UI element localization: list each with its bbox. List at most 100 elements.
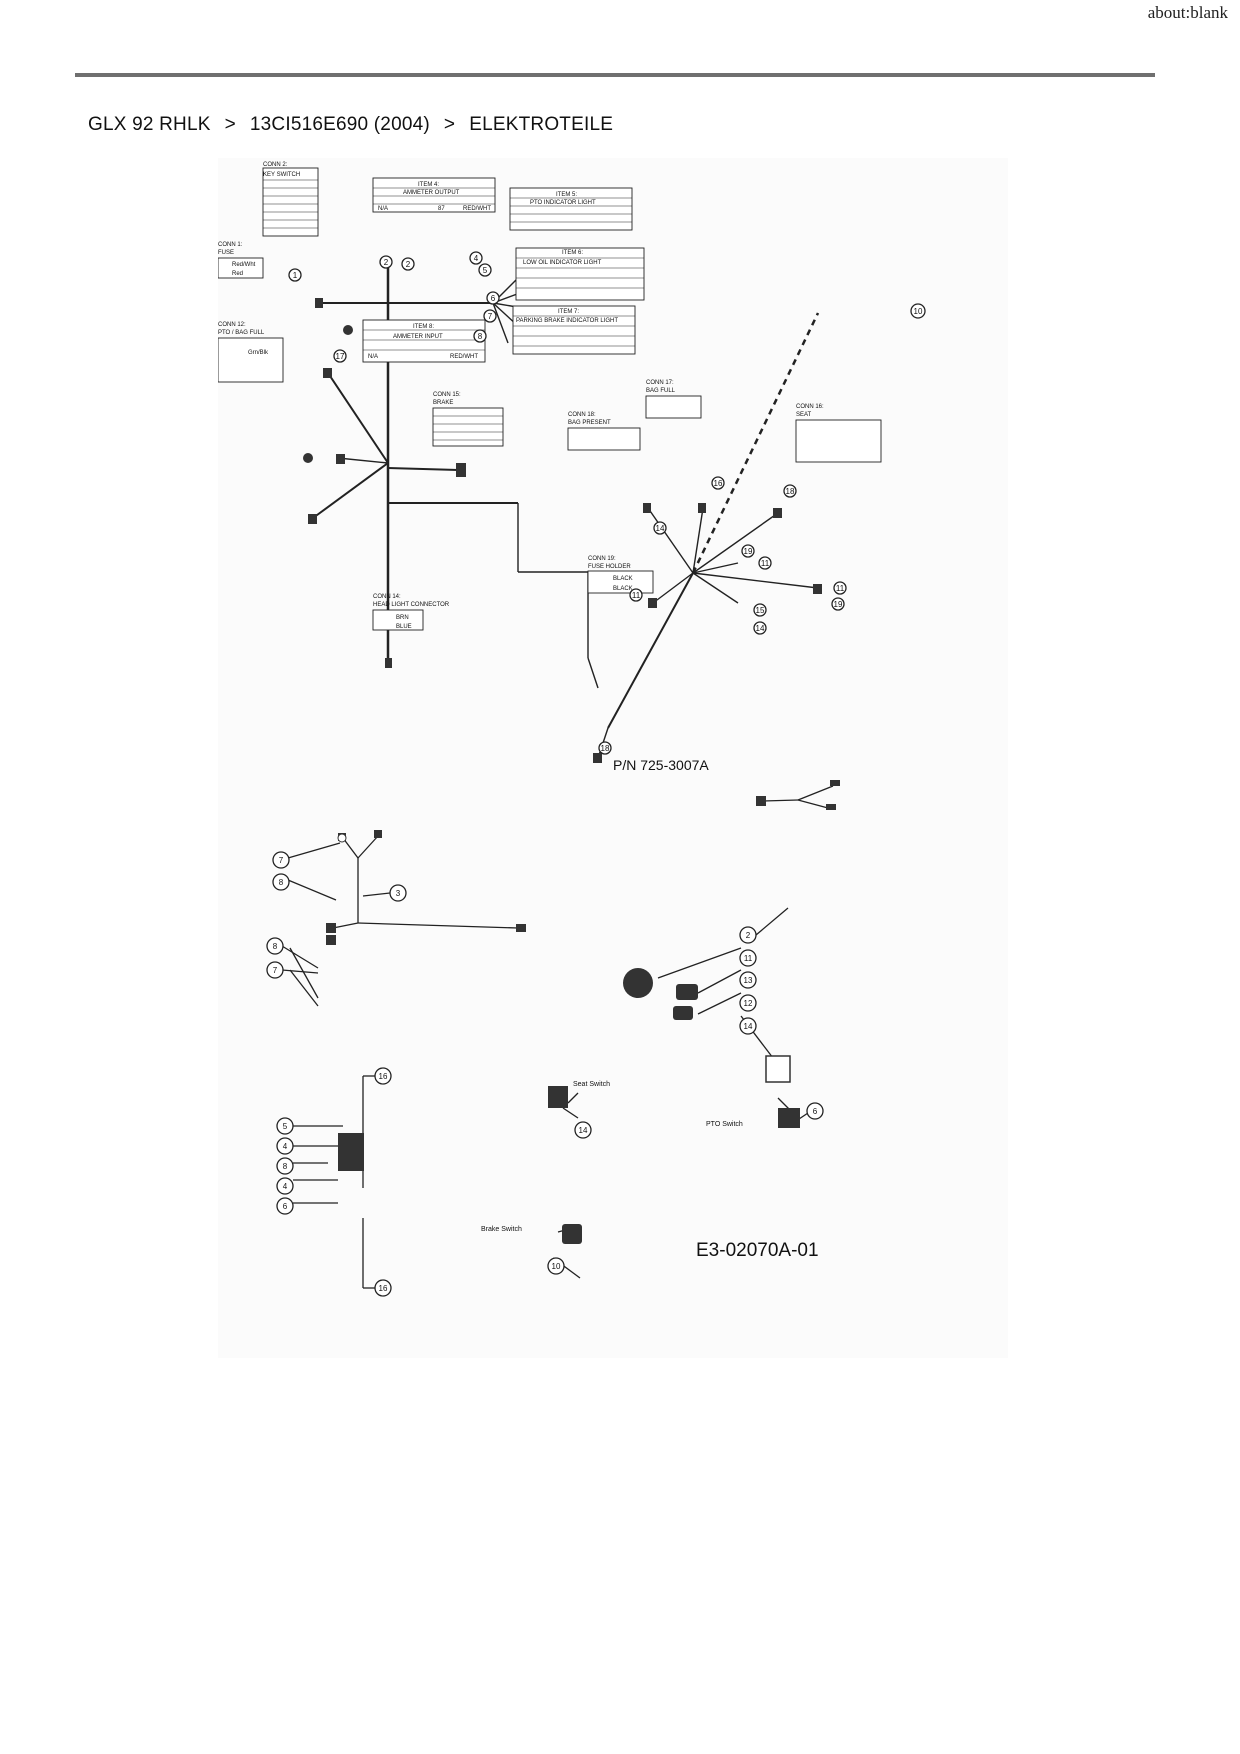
- svg-text:15: 15: [756, 606, 765, 615]
- svg-text:10: 10: [552, 1262, 561, 1271]
- svg-text:18: 18: [601, 744, 610, 753]
- callout-bubble: 16: [711, 476, 725, 490]
- header-divider: [75, 73, 1155, 77]
- callout-bubble: 8: [272, 873, 290, 891]
- svg-text:8: 8: [279, 878, 284, 887]
- breadcrumb-separator: >: [224, 114, 236, 135]
- svg-text:16: 16: [714, 479, 723, 488]
- callout-bubble: 4: [276, 1177, 294, 1195]
- svg-text:1: 1: [293, 271, 298, 280]
- svg-text:8: 8: [478, 332, 483, 341]
- callout-bubble: 2: [739, 926, 757, 944]
- callout-bubble: 12: [739, 994, 757, 1012]
- item8-title: ITEM 8:: [413, 324, 434, 330]
- conn14-row2-color: BLUE: [396, 624, 412, 630]
- callout-bubble: 5: [276, 1117, 294, 1135]
- svg-text:4: 4: [283, 1182, 288, 1191]
- callout-bubble: 2: [379, 255, 393, 269]
- item4-clr: RED/WHT: [463, 206, 491, 212]
- pto-switch-label: PTO Switch: [706, 1121, 743, 1128]
- conn14-row1-color: BRN: [396, 615, 409, 621]
- svg-text:7: 7: [273, 966, 278, 975]
- svg-text:4: 4: [283, 1142, 288, 1151]
- conn19-row1-color: BLACK: [613, 576, 633, 582]
- svg-text:5: 5: [483, 266, 488, 275]
- conn1-title: CONN 1:: [218, 242, 243, 248]
- part-number: P/N 725-3007A: [613, 757, 709, 773]
- svg-text:14: 14: [579, 1126, 588, 1135]
- item4-cir: 87: [438, 206, 445, 212]
- breadcrumb-variant[interactable]: 13CI516E690 (2004): [249, 114, 430, 135]
- svg-text:6: 6: [491, 294, 496, 303]
- svg-text:10: 10: [914, 307, 923, 316]
- item7-title: ITEM 7:: [558, 309, 579, 315]
- svg-text:8: 8: [283, 1162, 288, 1171]
- conn1-row1-color: Red/Wht: [232, 262, 256, 268]
- item5-subtitle: PTO INDICATOR LIGHT: [530, 200, 596, 206]
- svg-text:19: 19: [834, 600, 843, 609]
- conn15-title: CONN 15:: [433, 392, 461, 398]
- callout-bubble: 14: [653, 521, 667, 535]
- callout-bubble: 15: [753, 603, 767, 617]
- item8-subtitle: AMMETER INPUT: [393, 334, 443, 340]
- item6-title: ITEM 6:: [562, 250, 583, 256]
- callout-bubble: 17: [333, 349, 347, 363]
- breadcrumb-separator: >: [443, 114, 456, 135]
- svg-text:13: 13: [744, 976, 753, 985]
- breadcrumb-section: ELEKTROTEILE: [469, 114, 614, 135]
- svg-text:16: 16: [379, 1284, 388, 1293]
- callout-bubble: 5: [478, 263, 492, 277]
- callout-bubble: 10: [547, 1257, 565, 1275]
- conn2-title: CONN 2:: [263, 162, 288, 168]
- svg-text:14: 14: [656, 524, 665, 533]
- breadcrumb-model[interactable]: GLX 92 RHLK: [88, 114, 211, 135]
- conn1-row2-color: Red: [232, 271, 243, 277]
- svg-text:17: 17: [336, 352, 345, 361]
- callout-bubble: 7: [272, 851, 290, 869]
- conn17-subtitle: BAG FULL: [646, 388, 676, 394]
- callout-bubble: 11: [739, 949, 757, 967]
- callout-bubble: 3: [389, 884, 407, 902]
- callout-bubble: 7: [483, 309, 497, 323]
- callout-bubble: 19: [741, 544, 755, 558]
- svg-text:14: 14: [756, 624, 765, 633]
- svg-text:8: 8: [273, 942, 278, 951]
- conn12-subtitle: PTO / BAG FULL: [218, 330, 265, 336]
- svg-text:16: 16: [379, 1072, 388, 1081]
- conn1-subtitle: FUSE: [218, 250, 234, 256]
- callout-bubble: 8: [266, 937, 284, 955]
- callout-bubble: 11: [758, 556, 772, 570]
- svg-text:2: 2: [384, 258, 389, 267]
- callout-bubble: 19: [831, 597, 845, 611]
- breadcrumb: GLX 92 RHLK > 13CI516E690 (2004) > ELEKT…: [88, 114, 613, 136]
- svg-text:2: 2: [406, 260, 411, 269]
- conn19-subtitle: FUSE HOLDER: [588, 564, 631, 570]
- item6-subtitle: LOW OIL INDICATOR LIGHT: [523, 260, 602, 266]
- conn14-subtitle: HEAD LIGHT CONNECTOR: [373, 602, 450, 608]
- callout-bubble: 18: [598, 741, 612, 755]
- item8-cav: N/A: [368, 354, 378, 360]
- callout-bubble: 10: [910, 303, 926, 319]
- item8-clr: RED/WHT: [450, 354, 478, 360]
- callout-bubble: 16: [374, 1279, 392, 1297]
- conn15-subtitle: BRAKE: [433, 400, 453, 406]
- wiring-diagram-svg: CONN 2: KEY SWITCH CONN 1: FUSE Red/Wht …: [217, 162, 926, 1297]
- svg-text:2: 2: [746, 931, 751, 940]
- callout-bubble: 4: [469, 251, 483, 265]
- callout-bubble: 14: [574, 1121, 592, 1139]
- callout-bubble: 8: [473, 329, 487, 343]
- callout-bubble: 16: [374, 1067, 392, 1085]
- svg-text:7: 7: [279, 856, 284, 865]
- conn12-color: Grn/Blk: [248, 350, 269, 356]
- conn16-subtitle: SEAT: [796, 412, 812, 418]
- svg-text:11: 11: [761, 559, 770, 568]
- conn18-subtitle: BAG PRESENT: [568, 420, 611, 426]
- callout-bubble: 18: [783, 484, 797, 498]
- callout-bubble: 11: [833, 581, 847, 595]
- wiring-diagram: CONN 2: KEY SWITCH CONN 1: FUSE Red/Wht …: [217, 158, 1008, 1358]
- callout-bubble: 6: [806, 1102, 824, 1120]
- conn2-subtitle: KEY SWITCH: [263, 172, 300, 178]
- svg-text:5: 5: [283, 1122, 288, 1131]
- svg-text:11: 11: [632, 591, 641, 600]
- svg-text:6: 6: [283, 1202, 288, 1211]
